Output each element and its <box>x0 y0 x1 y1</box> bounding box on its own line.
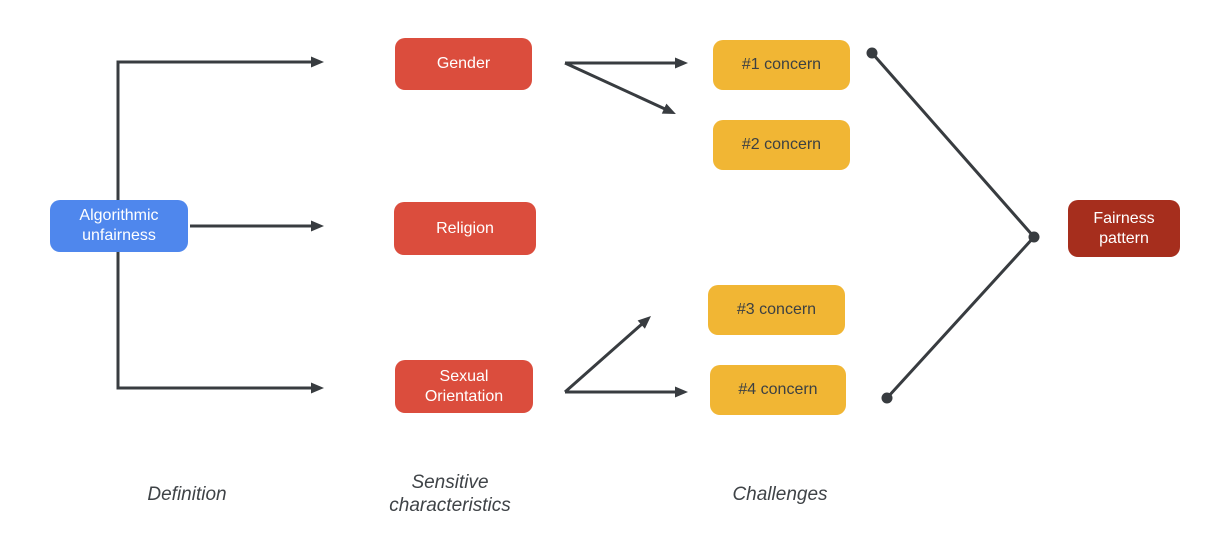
node-religion-label: Religion <box>436 219 494 237</box>
node-concern-2-label: #2 concern <box>741 136 822 154</box>
node-algorithmic-unfairness: Algorithmic unfairness <box>50 200 188 252</box>
node-fairness-pattern: Fairness pattern <box>1068 200 1180 257</box>
endpoint-dot-top <box>866 47 878 59</box>
column-label-definition: Definition <box>147 484 227 505</box>
column-label-sensitive-characteristics: Sensitive characteristics <box>389 472 511 516</box>
column-label-challenges: Challenges <box>732 484 828 505</box>
node-concern-2: #2 concern <box>713 120 850 170</box>
node-fairness-pattern-label: Fairness pattern <box>1093 209 1155 247</box>
arrow-so-to-concern-3 <box>564 316 651 394</box>
arrow-gender-to-concern-2 <box>564 61 676 115</box>
node-religion: Religion <box>394 202 536 255</box>
node-concern-1-label: #1 concern <box>741 56 822 74</box>
node-concern-4-label: #4 concern <box>738 381 818 399</box>
node-concern-3-label: #3 concern <box>736 301 817 319</box>
endpoint-dot-bottom <box>881 392 893 404</box>
endpoint-dot-vertex <box>1028 231 1040 243</box>
node-concern-1: #1 concern <box>713 40 850 90</box>
node-gender: Gender <box>395 38 532 90</box>
node-sexual-orientation-label: Sexual Orientation <box>424 367 504 405</box>
node-gender-label: Gender <box>436 55 491 73</box>
connector-concerns-to-outcome <box>870 52 1037 400</box>
node-concern-4: #4 concern <box>710 365 846 415</box>
node-concern-3: #3 concern <box>708 285 845 335</box>
node-sexual-orientation: Sexual Orientation <box>395 360 533 413</box>
node-algorithmic-unfairness-label: Algorithmic unfairness <box>79 207 159 244</box>
